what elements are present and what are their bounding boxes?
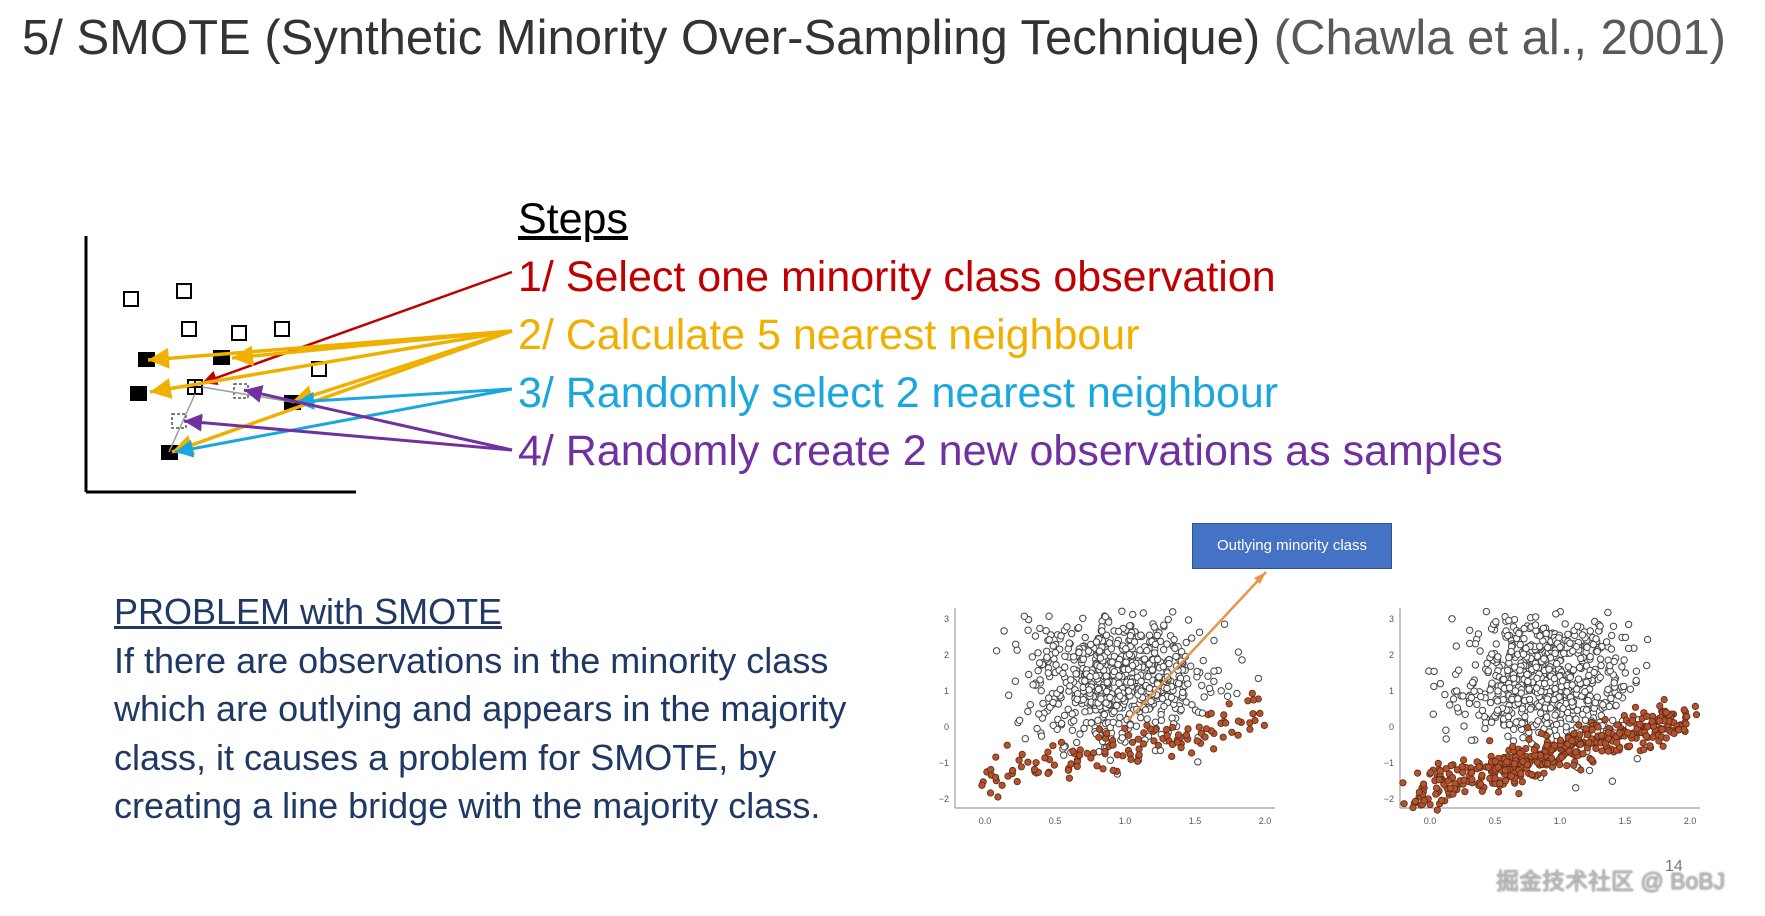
step2-arrows bbox=[147, 329, 513, 455]
x-tick-label: 0.0 bbox=[1424, 816, 1437, 826]
y-tick-label: 3 bbox=[1389, 614, 1394, 624]
majority-cloud bbox=[992, 607, 1263, 778]
x-tick-label: 0.5 bbox=[1489, 816, 1502, 826]
y-tick-label: 2 bbox=[944, 650, 949, 660]
problem-heading: PROBLEM with SMOTE bbox=[114, 591, 503, 632]
x-tick-label: 1.0 bbox=[1119, 816, 1132, 826]
problem-text: If there are observations in the minorit… bbox=[114, 639, 847, 827]
title-main: 5/ SMOTE (Synthetic Minority Over-Sampli… bbox=[22, 11, 1261, 65]
x-tick-label: 0.5 bbox=[1049, 816, 1062, 826]
y-tick-label: 1 bbox=[1389, 686, 1394, 696]
step-4: 4/ Randomly create 2 new observations as… bbox=[518, 427, 1503, 475]
x-tick-label: 2.0 bbox=[1259, 816, 1272, 826]
scatter-plot-smote: 3 2 1 0 −1 −2 0.0 0.5 1.0 1.5 2.0 bbox=[939, 607, 1275, 826]
y-tick-label: −2 bbox=[939, 794, 949, 804]
step-1: 1/ Select one minority class observation bbox=[518, 253, 1276, 301]
y-tick-label: 3 bbox=[944, 614, 949, 624]
callout-arrow bbox=[1127, 571, 1267, 721]
callout-outlying-minority: Outlying minority class bbox=[1192, 523, 1392, 569]
diagram-axes bbox=[84, 236, 356, 494]
title-citation: (Chawla et al., 2001) bbox=[1273, 11, 1726, 65]
y-tick-label: 2 bbox=[1389, 650, 1394, 660]
minority-cloud bbox=[1399, 696, 1701, 814]
x-tick-label: 2.0 bbox=[1684, 816, 1697, 826]
y-tick-label: −1 bbox=[1384, 758, 1394, 768]
step-3: 3/ Randomly select 2 nearest neighbour bbox=[518, 369, 1279, 417]
watermark: 掘金技术社区 @ BoBJ bbox=[1496, 868, 1726, 894]
problem-section: PROBLEM with SMOTE If there are observat… bbox=[114, 588, 904, 831]
smote-diagram bbox=[84, 236, 513, 494]
step4-arrows bbox=[183, 385, 513, 452]
scatter-plot-borderline: 3 2 1 0 −1 −2 0.0 0.5 1.0 1.5 2.0 bbox=[1384, 607, 1701, 826]
x-tick-label: 1.5 bbox=[1619, 816, 1632, 826]
step3-arrows bbox=[174, 387, 513, 458]
y-tick-label: 0 bbox=[1389, 722, 1394, 732]
step-2: 2/ Calculate 5 nearest neighbour bbox=[518, 311, 1140, 359]
y-tick-label: −2 bbox=[1384, 794, 1394, 804]
x-tick-label: 0.0 bbox=[979, 816, 992, 826]
steps-heading: Steps bbox=[518, 195, 628, 243]
x-tick-label: 1.0 bbox=[1554, 816, 1567, 826]
y-tick-label: 0 bbox=[944, 722, 949, 732]
y-tick-label: 1 bbox=[944, 686, 949, 696]
step1-arrow bbox=[201, 270, 513, 386]
x-tick-label: 1.5 bbox=[1189, 816, 1202, 826]
y-tick-label: −1 bbox=[939, 758, 949, 768]
page-number: 14 bbox=[1665, 858, 1683, 875]
minority-cloud bbox=[978, 689, 1268, 801]
slide-title: 5/ SMOTE (Synthetic Minority Over-Sampli… bbox=[22, 10, 1742, 66]
steps-list: Steps 1/ Select one minority class obser… bbox=[518, 190, 1503, 480]
